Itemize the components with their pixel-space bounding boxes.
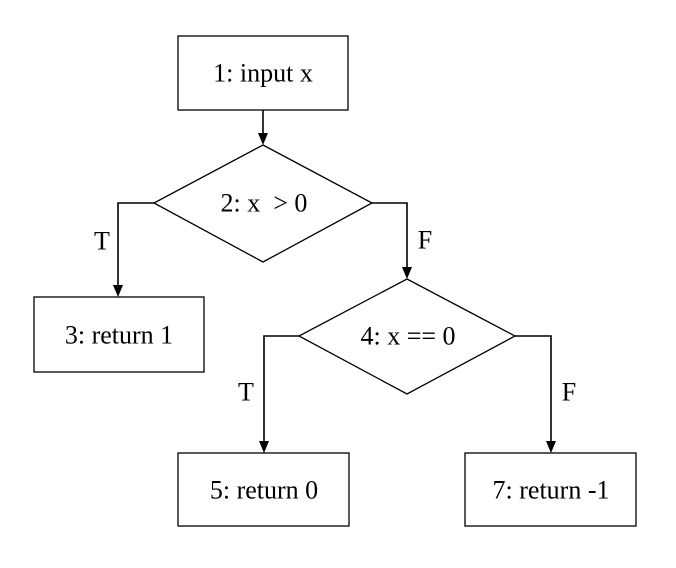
node-cond2-label: 4: x == 0 <box>360 322 455 351</box>
node-retneg-box <box>464 452 637 527</box>
node-ret0: 5: return 0 <box>177 452 350 527</box>
flowchart-edge-labels: T F T F <box>94 226 576 407</box>
edge-cond2-to-ret0 <box>263 335 299 442</box>
arrowhead-cond2-to-ret0 <box>259 441 269 453</box>
edge-label-cond2-false: F <box>562 378 576 407</box>
arrowhead-cond1-to-ret1 <box>113 285 123 297</box>
node-ret0-label: 5: return 0 <box>210 476 318 505</box>
edge-label-cond1-false: F <box>418 226 432 255</box>
node-ret1-label: 3: return 1 <box>65 321 173 350</box>
node-ret0-box <box>177 452 350 527</box>
node-retneg-label: 7: return -1 <box>493 476 610 505</box>
node-cond1-diamond <box>152 144 374 263</box>
node-ret1: 3: return 1 <box>33 296 205 373</box>
flowchart-edges <box>113 110 556 453</box>
arrowhead-cond2-to-retneg <box>546 441 556 453</box>
arrowhead-input-to-cond1 <box>258 133 268 145</box>
node-input: 1: input x <box>177 35 349 111</box>
node-input-box <box>177 35 349 111</box>
arrowhead-cond1-to-cond2 <box>402 267 412 279</box>
node-cond1: 2: x > 0 <box>152 144 374 263</box>
node-cond1-label: 2: x > 0 <box>221 189 308 218</box>
node-cond2-diamond <box>297 278 517 395</box>
node-retneg: 7: return -1 <box>464 452 637 527</box>
edge-label-cond1-true: T <box>94 227 110 256</box>
edge-label-cond2-true: T <box>238 378 254 407</box>
node-cond2: 4: x == 0 <box>297 278 517 395</box>
edge-cond1-to-cond2 <box>372 202 408 268</box>
edge-cond1-to-ret1 <box>117 202 154 286</box>
node-input-label: 1: input x <box>213 59 313 88</box>
node-ret1-box <box>33 296 205 373</box>
edge-cond2-to-retneg <box>515 335 552 442</box>
